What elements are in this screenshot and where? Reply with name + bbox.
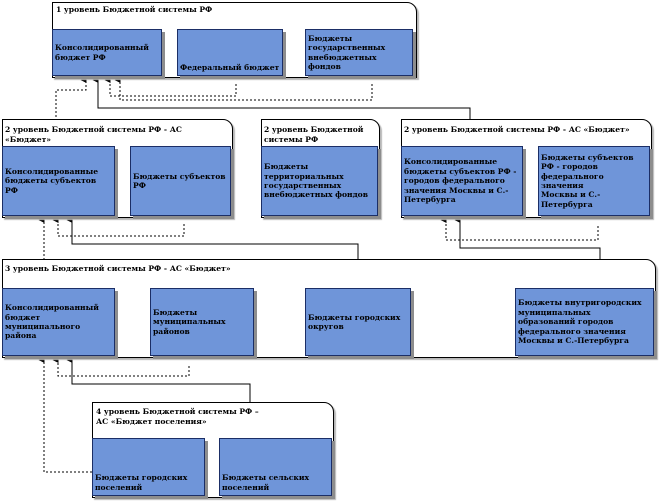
connector-level4-to-level3-a — [38, 357, 92, 473]
level2a-box-subjects: Бюджеты субъектов РФ — [130, 146, 231, 216]
level2b-box-territorial-funds-label: Бюджеты территориальных государственных … — [264, 162, 368, 200]
level1-box-federal: Федеральный бюджет — [177, 29, 283, 76]
level3-box-consolidated-district: Консолидированный бюджет муниципального … — [2, 288, 115, 356]
connector-level3-to-level2a-b — [66, 217, 359, 264]
level1-box-funds-label: Бюджеты государственных внебюджетных фон… — [308, 33, 386, 71]
connector-level2c-internal — [440, 217, 599, 241]
level4-box-urban-settlements-label: Бюджеты городских поселений — [95, 473, 188, 492]
level3-box-intracity-label: Бюджеты внутригородских муниципальных об… — [518, 298, 642, 346]
level2c-box-consolidated-cities: Консолидированные бюджеты субъектов РФ -… — [401, 146, 523, 216]
level2c-box-city-subjects: Бюджеты субъектов РФ - городов федеральн… — [538, 146, 650, 216]
level1-box-federal-label: Федеральный бюджет — [180, 62, 280, 72]
level3-box-city-districts: Бюджеты городских округов — [305, 288, 411, 356]
connector-federal-to-consolidated — [104, 77, 237, 97]
connector-level2a-to-level1 — [55, 77, 87, 145]
level4-box-rural-settlements-label: Бюджеты сельских поселений — [222, 473, 310, 492]
level2b-title: 2 уровень Бюджетной системы РФ — [264, 125, 364, 144]
connector-level2c-to-level1 — [92, 77, 471, 120]
level2a-title: 2 уровень Бюджетной системы РФ - АС «Бюд… — [5, 125, 182, 144]
level2c-box-city-subjects-label: Бюджеты субъектов РФ - городов федеральн… — [541, 152, 634, 209]
level3-box-municipal-districts-label: Бюджеты муниципальных районов — [153, 307, 226, 336]
level2c-box-consolidated-cities-label: Консолидированные бюджеты субъектов РФ -… — [404, 157, 517, 205]
level3-box-city-districts-label: Бюджеты городских округов — [308, 312, 401, 331]
level2b-box-territorial-funds: Бюджеты территориальных государственных … — [261, 146, 378, 216]
level1-title: 1 уровень Бюджетной системы РФ — [56, 5, 213, 14]
level2a-box-subjects-label: Бюджеты субъектов РФ — [133, 171, 226, 190]
connector-municipal-to-consolidated — [52, 357, 190, 377]
level3-title: 3 уровень Бюджетной системы РФ - АС «Бюд… — [5, 264, 231, 273]
level1-box-consolidated: Консолидированный бюджет РФ — [52, 29, 162, 76]
level1-box-funds: Бюджеты государственных внебюджетных фон… — [305, 29, 413, 76]
level2a-box-consolidated-subjects-label: Консолидированные бюджеты субъектов РФ — [5, 166, 99, 195]
level3-box-intracity: Бюджеты внутригородских муниципальных об… — [515, 288, 654, 356]
connector-level4-to-level3-b — [66, 357, 251, 408]
level2a-box-consolidated-subjects: Консолидированные бюджеты субъектов РФ — [2, 146, 115, 216]
level3-box-municipal-districts: Бюджеты муниципальных районов — [150, 288, 254, 356]
level4-box-urban-settlements: Бюджеты городских поселений — [92, 438, 205, 496]
level1-box-consolidated-label: Консолидированный бюджет РФ — [55, 43, 149, 62]
connector-funds-to-consolidated — [114, 77, 373, 101]
level2c-title: 2 уровень Бюджетной системы РФ - АС «Бюд… — [404, 125, 630, 134]
level4-title: 4 уровень Бюджетной системы РФ – АС «Бюд… — [96, 407, 259, 426]
connector-subjects-to-consolidated-subjects — [52, 217, 185, 237]
level4-box-rural-settlements: Бюджеты сельских поселений — [219, 438, 332, 496]
level3-box-consolidated-district-label: Консолидированный бюджет муниципального … — [5, 303, 99, 341]
